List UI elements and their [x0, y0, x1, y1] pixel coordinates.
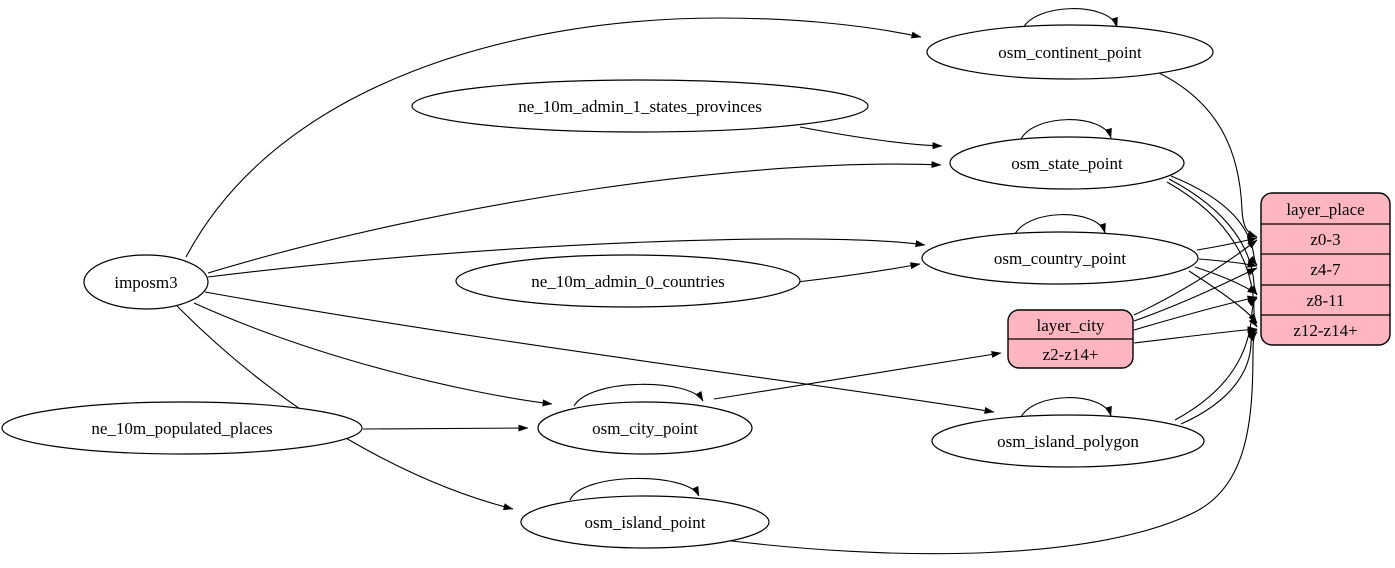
imposm3-label: imposm3 — [114, 273, 177, 292]
node-ne_10m_admin_1_states_provinces: ne_10m_admin_1_states_provinces — [411, 79, 869, 133]
layer_place-row-z0-3: z0-3 — [1310, 230, 1340, 249]
record-layer_place: layer_place z0-3 z4-7 z8-11 z12-z14+ — [1260, 192, 1391, 346]
layer_place-row-z4-7: z4-7 — [1310, 260, 1341, 279]
osm_state_point-label: osm_state_point — [1011, 154, 1123, 173]
edge-osm_country_point-layer_place-z0-3 — [1196, 236, 1258, 251]
selfloop-osm_city_point — [573, 383, 704, 407]
layer_place-box — [1260, 192, 1391, 346]
edge-layer_city-layer_place-z8-11 — [1133, 295, 1258, 331]
edges — [176, 8, 1258, 555]
layer_city-row-z2-z14: z2-z14+ — [1043, 345, 1099, 364]
node-osm_country_point: osm_country_point — [921, 231, 1199, 285]
osm_island_point-label: osm_island_point — [585, 513, 706, 532]
ne_10m_admin_1_states_provinces-label: ne_10m_admin_1_states_provinces — [518, 97, 762, 116]
edge-layer_city-layer_place-z0-3 — [1133, 239, 1258, 316]
edge-osm_country_point-layer_place-z12-z14 — [1188, 270, 1258, 324]
edge-imposm3-osm_island_point — [176, 305, 514, 511]
node-imposm3: imposm3 — [83, 254, 209, 310]
osm_city_point-label: osm_city_point — [592, 419, 698, 438]
edge-osm_island_point-layer_place-z12-z14 — [699, 331, 1258, 555]
ne_10m_admin_0_countries-label: ne_10m_admin_0_countries — [531, 272, 725, 291]
node-osm_island_polygon: osm_island_polygon — [931, 414, 1205, 468]
ne_10m_admin_0_countries-ellipse — [455, 254, 801, 308]
imposm3-ellipse — [83, 254, 209, 310]
edge-layer_city-layer_place-z12-z14 — [1133, 326, 1258, 344]
layer_place-row-z12-z14: z12-z14+ — [1293, 321, 1357, 340]
ne_10m_populated_places-label: ne_10m_populated_places — [91, 419, 272, 438]
edge-osm_state_point-layer_place-z4-7 — [1170, 175, 1258, 266]
edge-osm_continent_point-layer_place-z0-3 — [1145, 66, 1258, 238]
edge-imposm3-osm_continent_point — [185, 17, 922, 258]
edge-osm_country_point-layer_place-z4-7 — [1198, 258, 1258, 268]
osm_country_point-label: osm_country_point — [994, 249, 1126, 268]
osm_island_polygon-label: osm_island_polygon — [997, 432, 1139, 451]
edge-osm_state_point-layer_place-z8-11 — [1168, 178, 1258, 296]
osm_continent_point-label: osm_continent_point — [998, 43, 1142, 62]
edge-osm_state_point-layer_place-z12-z14 — [1166, 181, 1258, 328]
selfloop-osm_continent_point — [1021, 8, 1118, 31]
ne_10m_admin_1_states_provinces-ellipse — [411, 79, 869, 133]
osm_continent_point-ellipse — [926, 24, 1214, 80]
selfloop-osm_island_polygon — [1019, 397, 1112, 420]
edge-imposm3-osm_country_point — [207, 238, 926, 278]
edge-ne_10m_admin_0_countries-osm_country_point — [796, 262, 921, 283]
selfloop-osm_state_point — [1019, 119, 1112, 142]
selfloop-osm_country_point — [1013, 214, 1106, 237]
node-ne_10m_admin_0_countries: ne_10m_admin_0_countries — [455, 254, 801, 308]
ne_10m_populated_places-ellipse — [1, 401, 363, 455]
osm_city_point-ellipse — [537, 401, 753, 455]
node-osm_state_point: osm_state_point — [949, 136, 1185, 190]
edge-osm_city_point-layer_city — [713, 351, 1002, 400]
layer_place-row-z8-11: z8-11 — [1306, 291, 1344, 310]
node-osm_city_point: osm_city_point — [537, 401, 753, 455]
edge-imposm3-osm_state_point — [207, 161, 942, 274]
edge-ne_10m_admin_1_states_provinces-osm_state_point — [799, 126, 943, 150]
edge-layer_city-layer_place-z4-7 — [1133, 267, 1258, 322]
edge-imposm3-osm_island_polygon — [204, 291, 995, 414]
selfloop-osm_island_point — [569, 477, 700, 501]
node-osm_continent_point: osm_continent_point — [926, 24, 1214, 80]
layer_place-title: layer_place — [1286, 200, 1364, 219]
node-ne_10m_populated_places: ne_10m_populated_places — [1, 401, 363, 455]
node-osm_island_point: osm_island_point — [520, 495, 770, 549]
osm_island_polygon-ellipse — [931, 414, 1205, 468]
osm_state_point-ellipse — [949, 136, 1185, 190]
layer_city-title: layer_city — [1037, 316, 1105, 335]
osm_island_point-ellipse — [520, 495, 770, 549]
edge-imposm3-osm_city_point — [193, 302, 553, 407]
record-layer_city: layer_city z2-z14+ — [1007, 309, 1134, 369]
edge-osm_island_polygon-layer_place-z8-11 — [1174, 297, 1258, 421]
osm_country_point-ellipse — [921, 231, 1199, 285]
edge-ne_10m_populated_places-osm_city_point — [362, 424, 529, 432]
